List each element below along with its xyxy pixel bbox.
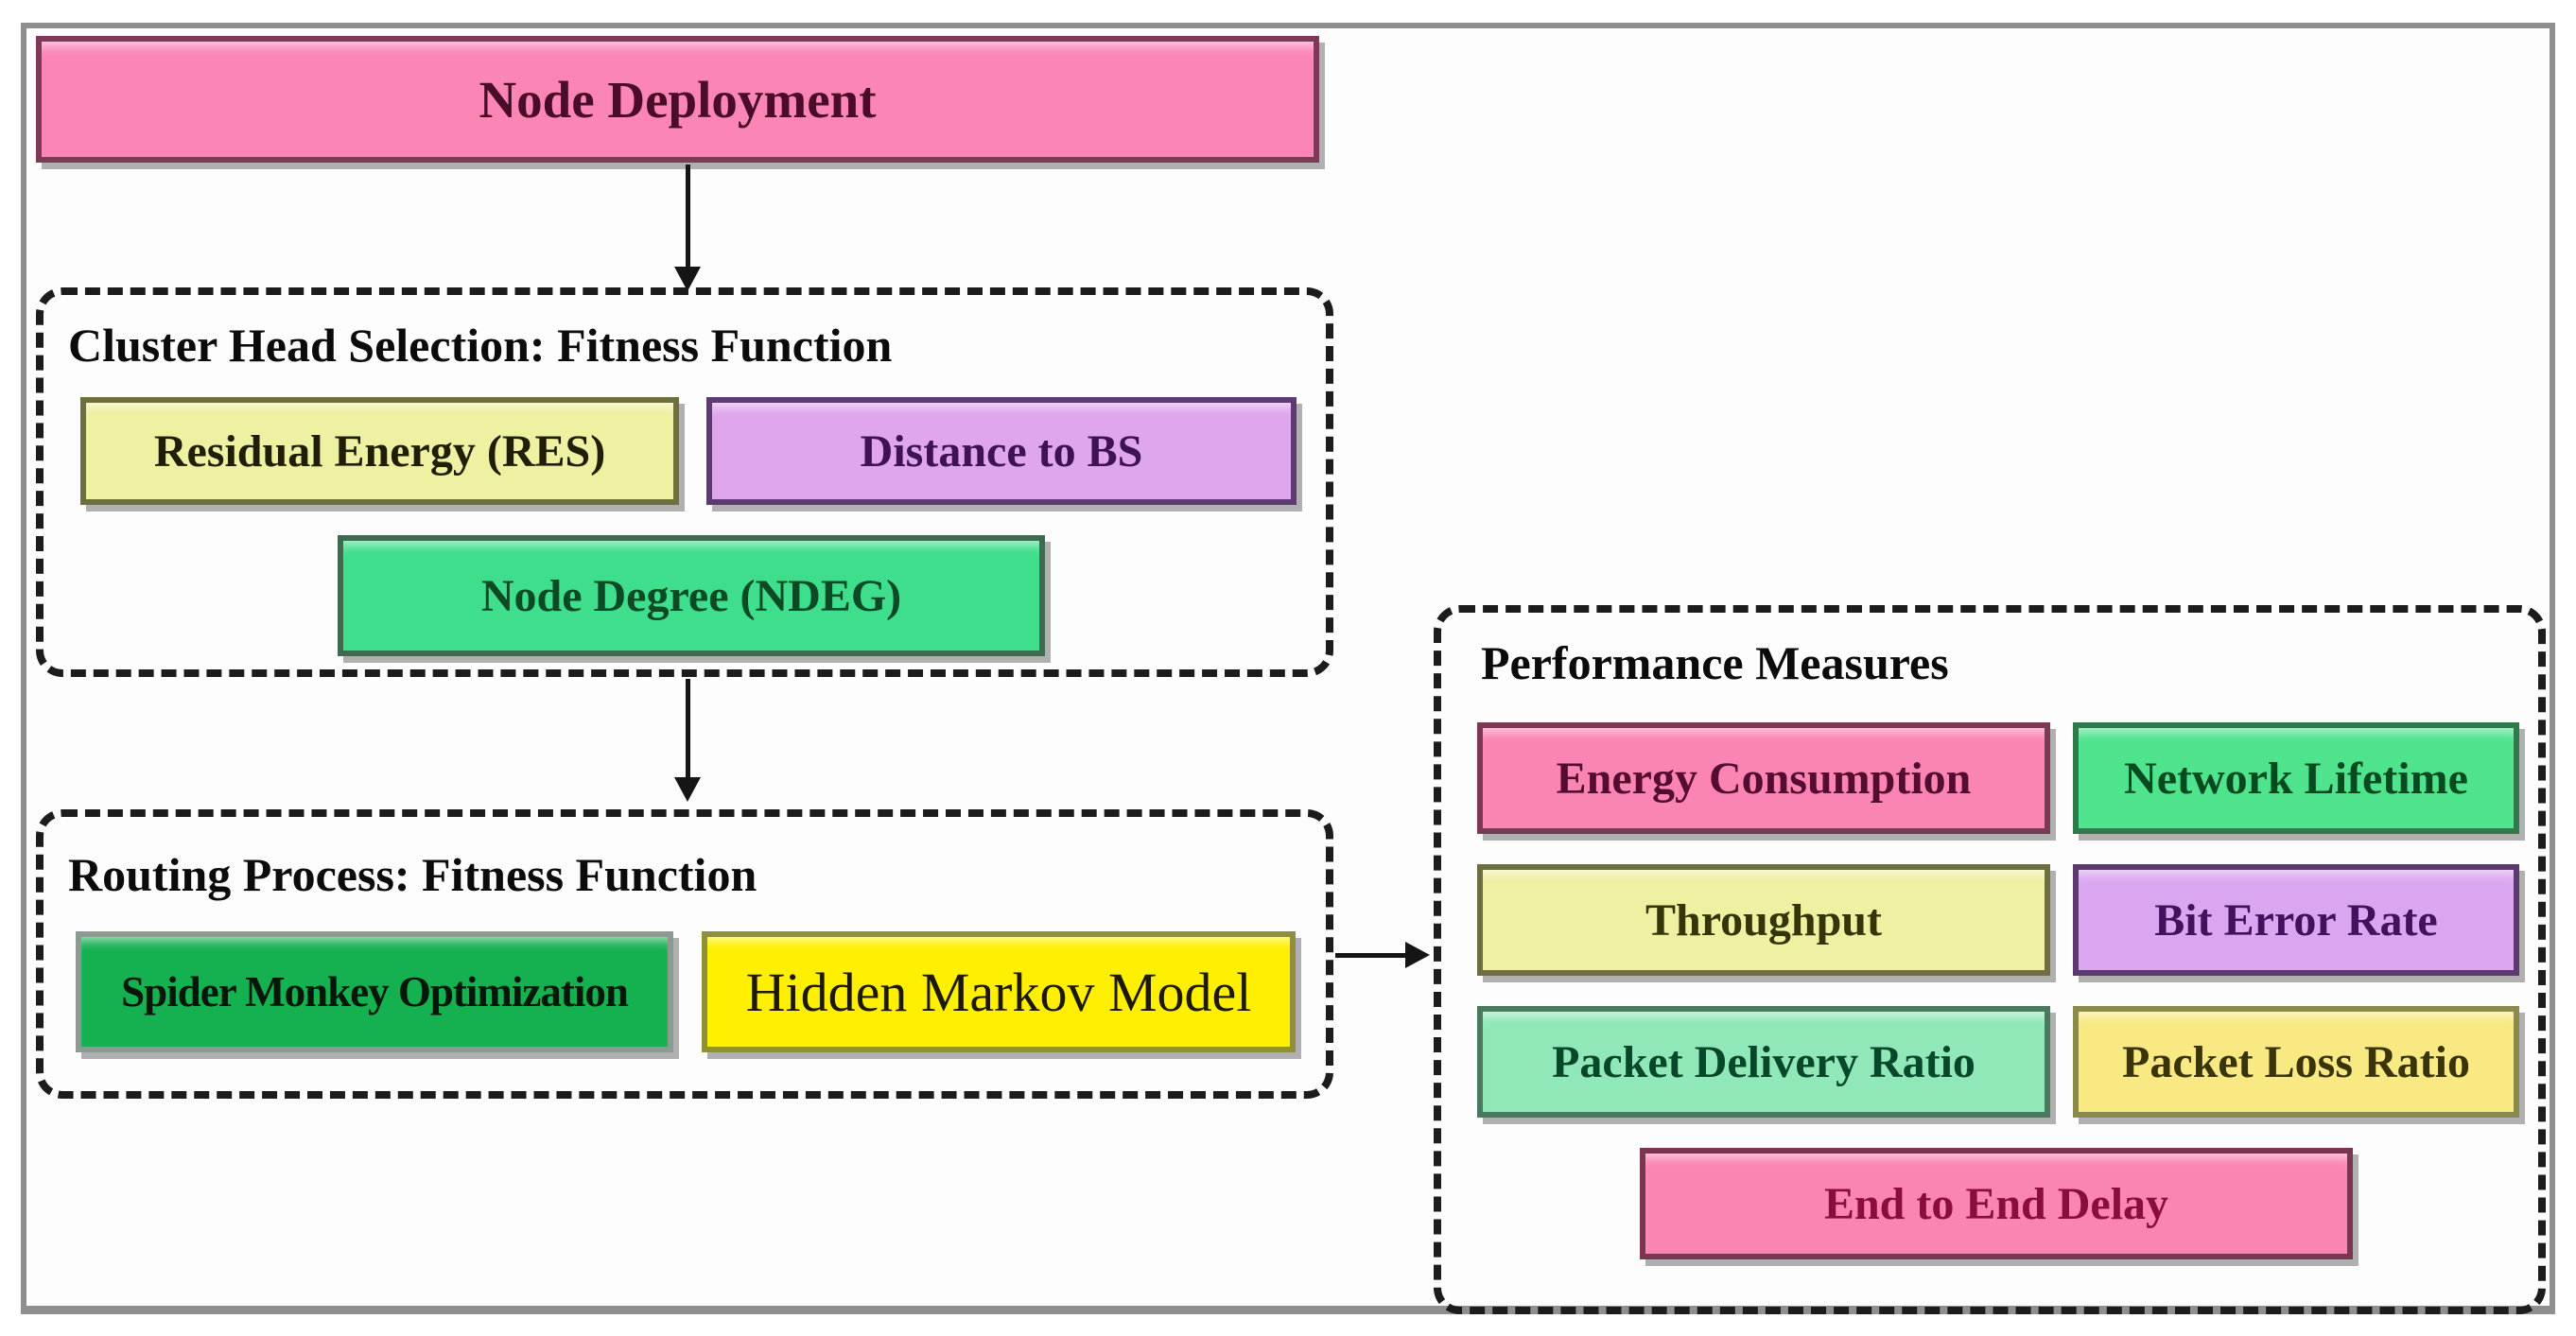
routing-section-title: Routing Process: Fitness Function [68, 848, 757, 901]
packet-delivery-ratio-label: Packet Delivery Ratio [1552, 1036, 1976, 1087]
box-end-to-end-delay: End to End Delay [1640, 1148, 2353, 1259]
spider-monkey-optimization-label: Spider Monkey Optimization [121, 968, 629, 1015]
box-residual-energy: Residual Energy (RES) [80, 397, 679, 505]
box-distance-to-bs: Distance to BS [706, 397, 1297, 505]
bit-error-rate-label: Bit Error Rate [2154, 894, 2438, 946]
cluster-section-title: Cluster Head Selection: Fitness Function [68, 319, 893, 372]
box-packet-delivery-ratio: Packet Delivery Ratio [1477, 1006, 2050, 1118]
throughput-label: Throughput [1645, 894, 1882, 946]
box-energy-consumption: Energy Consumption [1477, 722, 2050, 834]
distance-to-bs-label: Distance to BS [860, 425, 1143, 477]
performance-measures-panel [1434, 605, 2546, 1314]
packet-loss-ratio-label: Packet Loss Ratio [2122, 1036, 2470, 1087]
node-degree-label: Node Degree (NDEG) [480, 570, 902, 621]
network-lifetime-label: Network Lifetime [2124, 753, 2468, 804]
end-to-end-delay-label: End to End Delay [1823, 1178, 2169, 1229]
arrow-line [686, 679, 690, 781]
box-hidden-markov-model: Hidden Markov Model [702, 931, 1296, 1052]
arrow-line [686, 165, 690, 270]
energy-consumption-label: Energy Consumption [1556, 753, 1972, 804]
node-deployment-box: Node Deployment [36, 36, 1319, 163]
arrowhead-down-icon [674, 267, 701, 291]
arrowhead-right-icon [1405, 942, 1430, 968]
cluster-head-selection-panel [36, 287, 1333, 677]
box-packet-loss-ratio: Packet Loss Ratio [2073, 1006, 2519, 1118]
performance-section-title: Performance Measures [1481, 636, 1949, 689]
routing-process-panel [36, 809, 1333, 1099]
arrow-line [1335, 953, 1407, 958]
hidden-markov-model-label: Hidden Markov Model [745, 961, 1252, 1023]
residual-energy-label: Residual Energy (RES) [153, 425, 606, 477]
box-bit-error-rate: Bit Error Rate [2073, 864, 2519, 976]
arrowhead-down-icon [674, 777, 701, 802]
node-deployment-label: Node Deployment [479, 70, 877, 129]
box-node-degree: Node Degree (NDEG) [338, 535, 1045, 656]
box-throughput: Throughput [1477, 864, 2050, 976]
box-network-lifetime: Network Lifetime [2073, 722, 2519, 834]
box-spider-monkey-optimization: Spider Monkey Optimization [76, 931, 673, 1052]
